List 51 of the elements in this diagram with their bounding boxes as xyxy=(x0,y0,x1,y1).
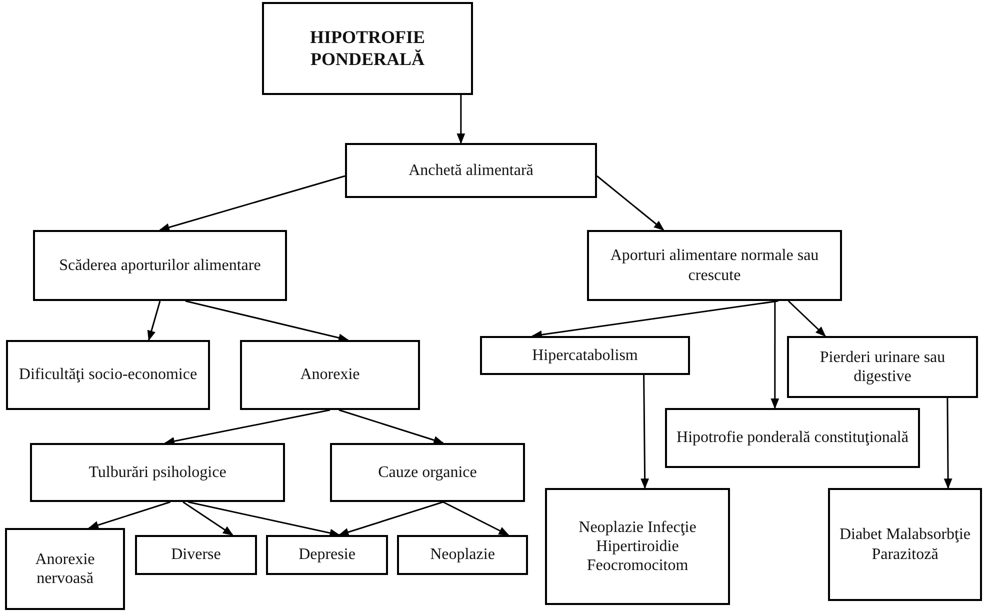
box xyxy=(33,230,287,301)
box xyxy=(397,535,528,575)
box-label: Neoplazie xyxy=(430,545,495,565)
box-label: Cauze organice xyxy=(378,462,477,482)
arrow xyxy=(185,300,350,342)
box-label: Scăderea aporturilor alimentare xyxy=(59,256,261,276)
box xyxy=(135,535,257,575)
box xyxy=(480,336,690,375)
arrow xyxy=(456,95,466,144)
arrow xyxy=(944,398,952,490)
box-label: Hipotrofie ponderală constituţională xyxy=(676,428,908,448)
box xyxy=(330,443,525,502)
arrow xyxy=(596,175,664,231)
box xyxy=(787,336,978,398)
arrow xyxy=(770,301,780,410)
arrow xyxy=(182,501,234,536)
box-label: Diverse xyxy=(171,545,221,565)
arrow xyxy=(788,300,826,337)
box xyxy=(345,143,597,198)
box-label: Aporturi alimentare normale sau crescute xyxy=(609,246,820,285)
box-label: Neoplazie Infecţie Hipertiroidie Feocromocitom xyxy=(578,518,698,576)
box xyxy=(240,340,420,410)
box xyxy=(828,488,982,601)
box xyxy=(5,528,125,610)
arrow xyxy=(159,175,346,232)
arrow xyxy=(147,300,161,341)
arrow xyxy=(338,409,444,444)
box xyxy=(30,443,285,502)
box xyxy=(6,340,210,410)
arrow xyxy=(164,409,330,446)
box-label: Hipercatabolism xyxy=(532,346,638,366)
box xyxy=(266,535,388,575)
box-label: Dificultăţi socio-economice xyxy=(18,365,198,385)
arrow xyxy=(188,501,340,538)
title-text: HIPOTROFIE PONDERALĂ xyxy=(308,26,426,70)
arrow xyxy=(442,501,510,536)
arrow xyxy=(640,375,649,490)
arrow xyxy=(338,501,444,536)
arrow xyxy=(88,501,170,530)
box-label: Tulburări psihologice xyxy=(88,462,226,482)
box xyxy=(665,408,920,468)
box-label: Anchetă alimentară xyxy=(408,160,534,180)
box xyxy=(587,230,842,301)
box-label: Anorexie nervoasă xyxy=(34,550,96,588)
box-label: Anorexie xyxy=(300,365,360,385)
box xyxy=(545,488,730,605)
box-label: Pierderi urinare sau digestive xyxy=(818,348,946,386)
box-label: Depresie xyxy=(298,545,356,565)
arrow xyxy=(531,300,778,339)
box xyxy=(262,2,473,95)
box-label: Diabet Malabsorbţie Parazitoză xyxy=(838,525,972,564)
